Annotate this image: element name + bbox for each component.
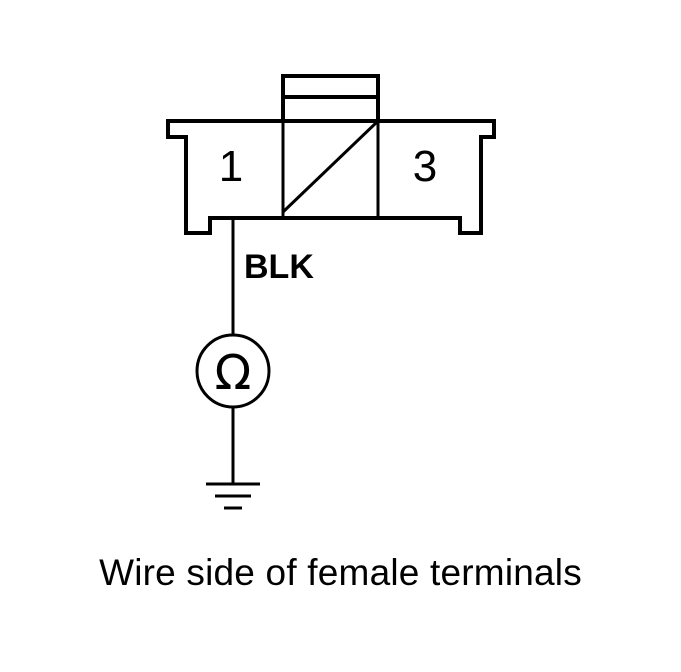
- terminal-3-label: 3: [413, 142, 437, 191]
- terminal-1-label: 1: [219, 142, 243, 191]
- cavity-diagonal: [281, 119, 380, 214]
- connector-housing: [166, 119, 496, 235]
- diagram-caption: Wire side of female terminals: [99, 552, 582, 593]
- wire-color-label: BLK: [244, 248, 314, 286]
- ohm-symbol: Ω: [215, 345, 252, 401]
- ground-icon: [206, 482, 260, 510]
